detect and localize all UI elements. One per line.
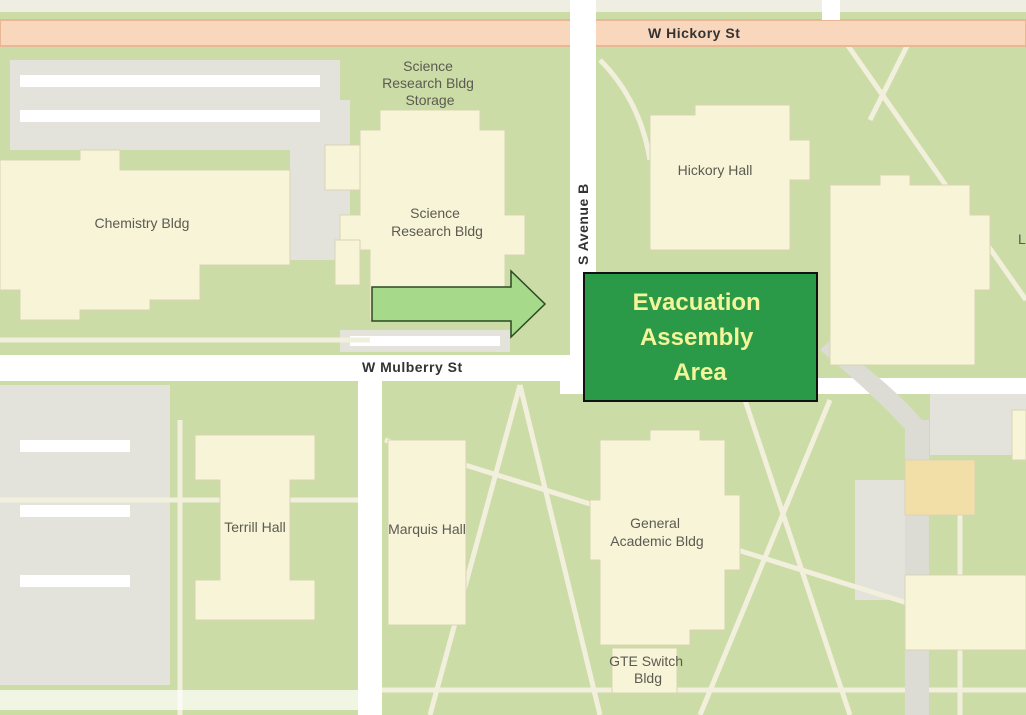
science-storage-line-1: Science [403,58,453,74]
w-hickory-street-label: W Hickory St [648,25,740,41]
science-storage-building [324,144,361,191]
w-mulberry-street-label: W Mulberry St [362,359,463,375]
small-building-a [334,239,361,286]
general-academic-building [589,429,741,646]
general-academic-line-1: General [630,515,680,531]
s-avenue-b-label: S Avenue B [575,183,591,265]
general-academic-line-2: Academic Bldg [610,533,703,549]
science-research-line-1: Science [410,205,460,221]
marquis-hall-label: Marquis Hall [388,521,466,537]
general-academic-label: General Academic Bldg [610,515,703,549]
gte-switch-label: GTE Switch Bldg [609,653,687,686]
parking-stripes [20,75,500,587]
terrill-hall-label: Terrill Hall [224,519,285,535]
marquis-hall-building [387,439,467,626]
science-storage-label: Science Research Bldg Storage [382,58,478,108]
large-building-east [829,174,991,366]
w-hickory-street-road [0,19,1026,47]
east-building-lower [904,574,1026,651]
science-storage-line-2: Research Bldg [382,75,474,91]
science-research-line-2: Research Bldg [391,223,483,239]
gte-switch-building [611,647,678,694]
assembly-line-2: Assembly [640,324,754,351]
chemistry-building [0,149,291,321]
top-road-segment [822,0,840,20]
evacuation-assembly-area: Evacuation Assembly Area [583,272,818,402]
buildings [0,104,1026,694]
chemistry-label: Chemistry Bldg [95,215,190,231]
assembly-line-3: Area [673,359,727,386]
assembly-area-label: Evacuation Assembly Area [633,289,768,386]
science-research-building [339,109,526,321]
hickory-hall-label: Hickory Hall [678,162,753,178]
east-building-small [1011,409,1026,461]
right-arrow-icon [371,269,547,339]
assembly-line-1: Evacuation [633,289,761,316]
science-research-label: Science Research Bldg [391,205,483,239]
east-building-tan [904,459,976,516]
w-mulberry-street-road [0,355,600,381]
terrill-hall-building [194,434,316,621]
hickory-hall-building [649,104,811,251]
gte-switch-line-1: GTE Switch [609,653,683,669]
assembly-area-box [583,272,818,402]
gte-switch-line-2: Bldg [634,670,662,686]
south-road [358,380,382,715]
bottom-road [0,690,360,710]
edge-label: L [1018,231,1026,247]
open-space [0,0,1026,12]
science-storage-line-3: Storage [405,92,454,108]
